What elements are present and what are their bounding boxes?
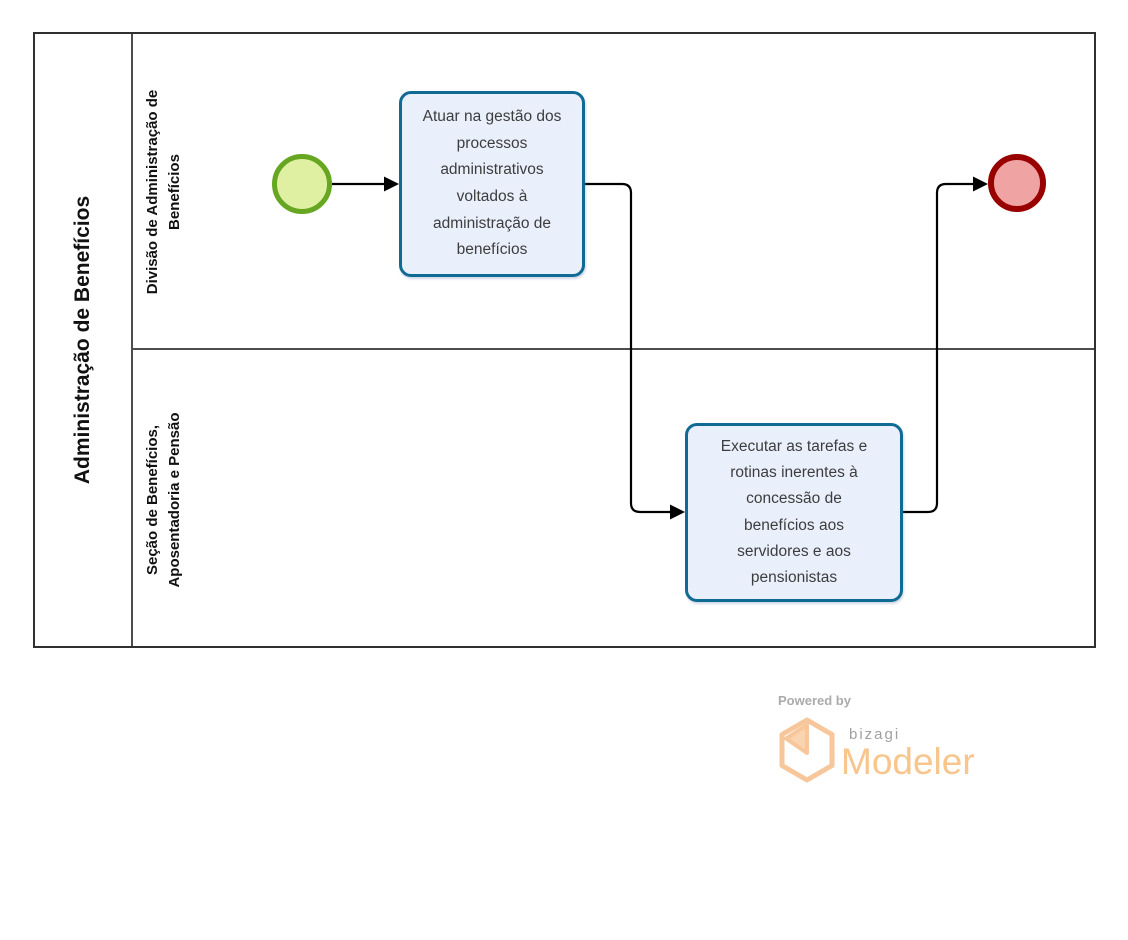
lane-1-label-line-2: Benefícios [166, 154, 183, 230]
task-executar-tarefas[interactable]: Executar as tarefas e rotinas inerentes … [685, 423, 903, 602]
pool-title: Administração de Benefícios [71, 195, 94, 485]
pool-header-separator [131, 34, 133, 646]
lane-2-label-line-1: Seção de Benefícios, [144, 424, 162, 576]
lane-1-label-line-1: Divisão de Administração de [144, 89, 162, 295]
task-1-label: Atuar na gestão dos processos administra… [422, 108, 562, 259]
powered-by-label: Powered by [778, 693, 851, 708]
end-event[interactable] [988, 154, 1046, 212]
bizagi-hexagon-icon[interactable] [779, 717, 835, 783]
start-event[interactable] [272, 154, 332, 214]
modeler-wordmark[interactable]: Modeler [841, 741, 975, 782]
lane-2-label-line-2: Aposentadoria e Pensão [166, 412, 183, 588]
lane-label-divisao-administracao-beneficios: Divisão de Administração de Benefícios [140, 32, 188, 352]
bizagi-wordmark[interactable]: bizagi [849, 726, 901, 743]
lane-divider [131, 348, 1094, 350]
task-2-label: Executar as tarefas e rotinas inerentes … [720, 438, 868, 586]
task-atuar-na-gestao[interactable]: Atuar na gestão dos processos administra… [399, 91, 585, 277]
lane-label-secao-beneficios-aposentadoria-pensao: Seção de Benefícios, Aposentadoria e Pen… [140, 340, 188, 660]
